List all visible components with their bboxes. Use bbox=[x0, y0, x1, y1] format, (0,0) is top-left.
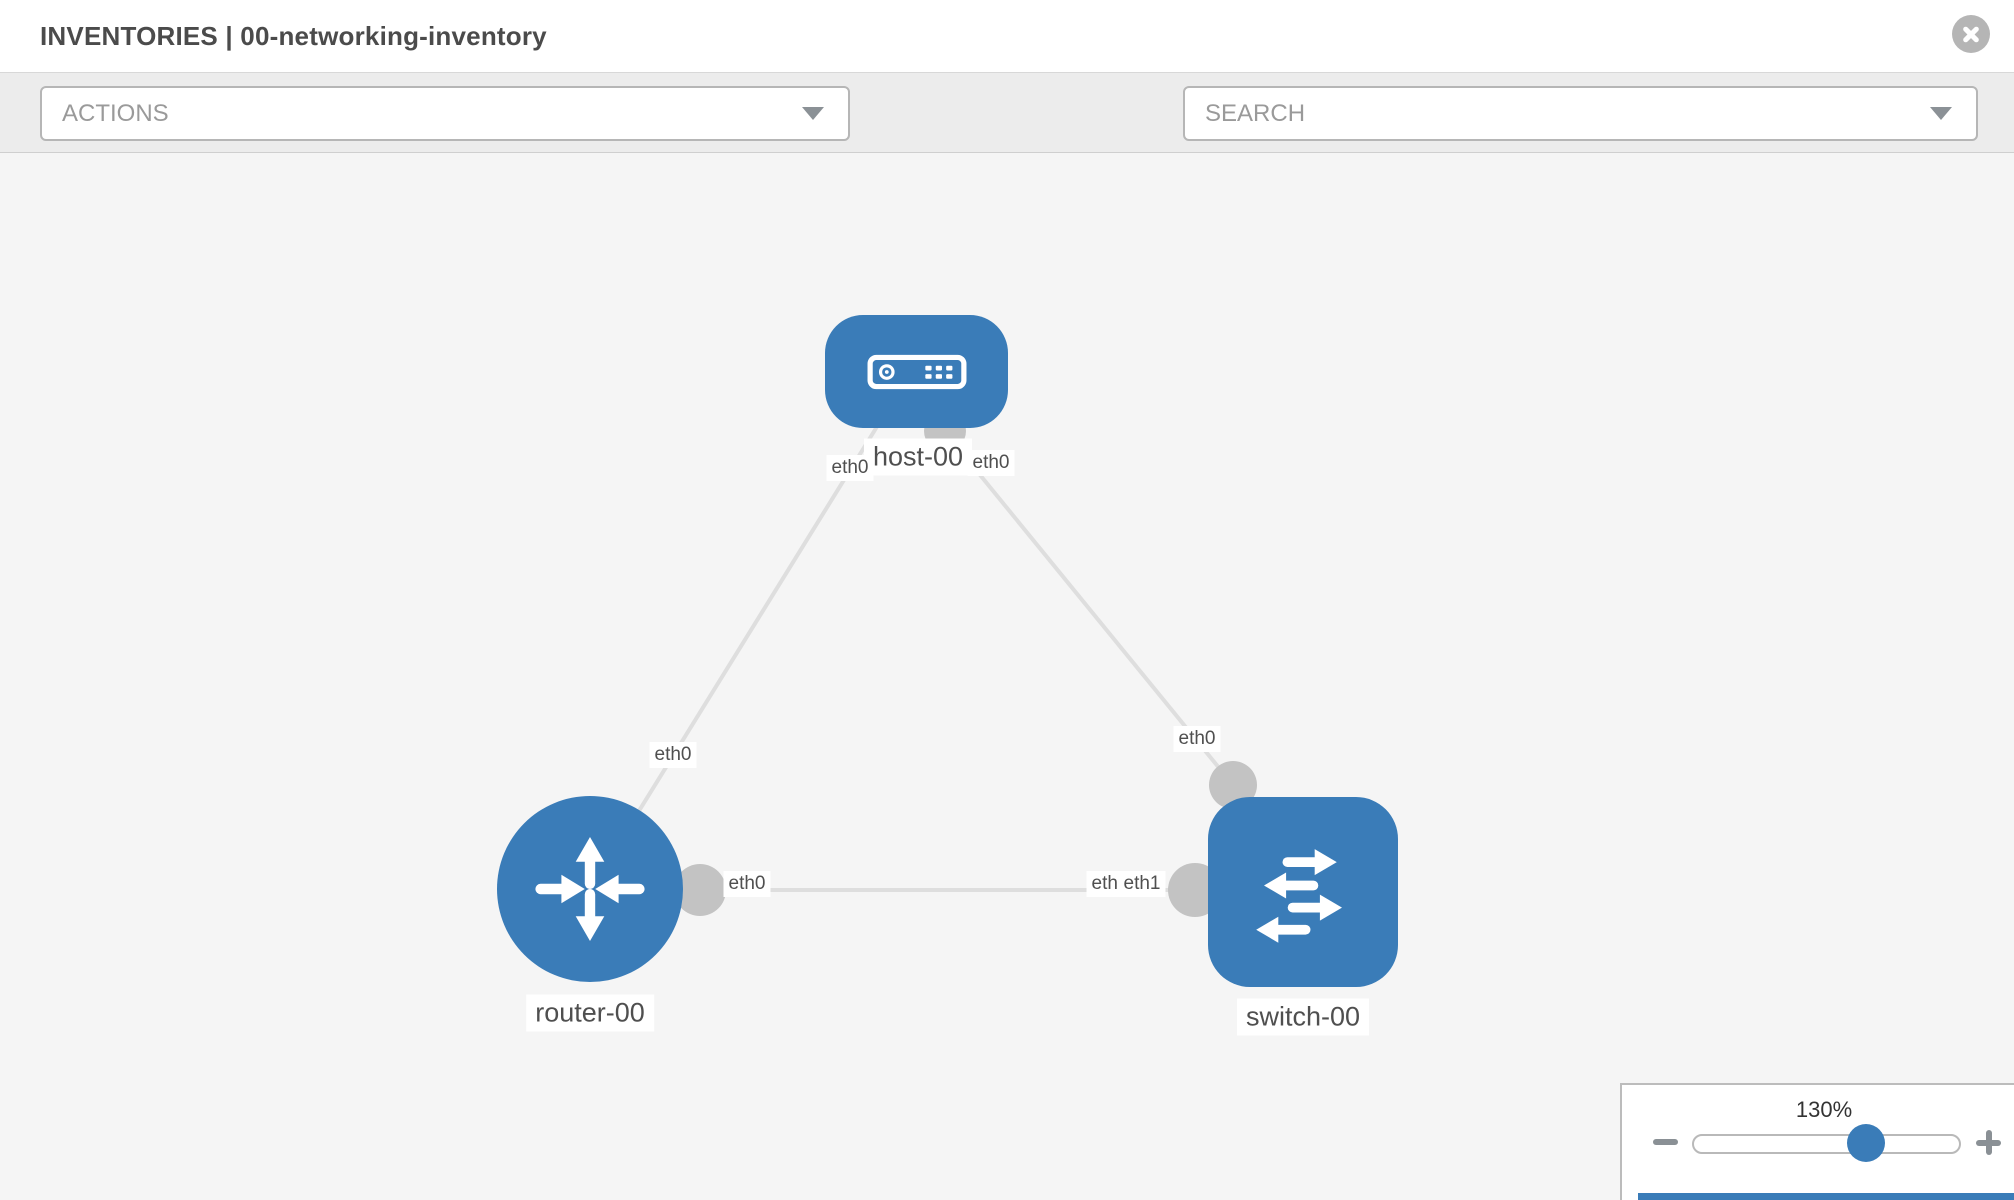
node-label-router: router-00 bbox=[526, 994, 654, 1032]
node-host-00[interactable] bbox=[825, 315, 1008, 428]
switch-icon bbox=[1256, 849, 1342, 943]
actions-dropdown[interactable]: ACTIONS bbox=[40, 86, 850, 141]
iface-label-host-eth0-left: eth0 bbox=[826, 455, 874, 481]
node-label-host: host-00 bbox=[863, 438, 973, 476]
iface-label-router-eth0: eth0 bbox=[723, 871, 771, 897]
topology-links bbox=[588, 410, 1257, 917]
page-title: INVENTORIES | 00-networking-inventory bbox=[40, 20, 547, 51]
zoom-in-icon[interactable] bbox=[1976, 1130, 2001, 1155]
zoom-control-panel: 130% bbox=[1620, 1083, 2014, 1200]
search-dropdown[interactable]: SEARCH bbox=[1183, 86, 1978, 141]
chevron-down-icon bbox=[1930, 107, 1952, 120]
zoom-slider-track[interactable] bbox=[1692, 1134, 1961, 1154]
node-label-switch: switch-00 bbox=[1236, 998, 1370, 1036]
iface-label-router-link-eth0: eth0 bbox=[649, 742, 697, 768]
chevron-down-icon bbox=[802, 107, 824, 120]
breadcrumb-header: INVENTORIES | 00-networking-inventory bbox=[0, 0, 2014, 72]
iface-label-switch-link-eth0: eth0 bbox=[1173, 726, 1221, 752]
node-switch-00[interactable] bbox=[1208, 797, 1398, 987]
topology-canvas[interactable]: host-00 router-00 switch-00 eth0 eth0 et… bbox=[0, 153, 2014, 1200]
router-icon bbox=[535, 837, 645, 941]
zoom-level-value: 130% bbox=[1795, 1097, 1853, 1122]
node-router-00[interactable] bbox=[497, 796, 683, 982]
zoom-slider-thumb[interactable] bbox=[1847, 1124, 1885, 1162]
close-icon[interactable] bbox=[1952, 15, 1990, 53]
cut-off-blue-bar bbox=[1638, 1193, 2014, 1200]
host-icon bbox=[867, 354, 966, 389]
search-placeholder: SEARCH bbox=[1205, 99, 1306, 127]
toolbar: ACTIONS SEARCH bbox=[0, 72, 2014, 202]
endpoint-router-eth0[interactable] bbox=[674, 864, 726, 916]
iface-label-host-eth0-right: eth0 bbox=[967, 450, 1015, 476]
iface-label-switch-eth1: eth1 bbox=[1118, 871, 1166, 897]
zoom-out-icon[interactable] bbox=[1653, 1139, 1678, 1145]
actions-dropdown-label: ACTIONS bbox=[62, 99, 169, 127]
